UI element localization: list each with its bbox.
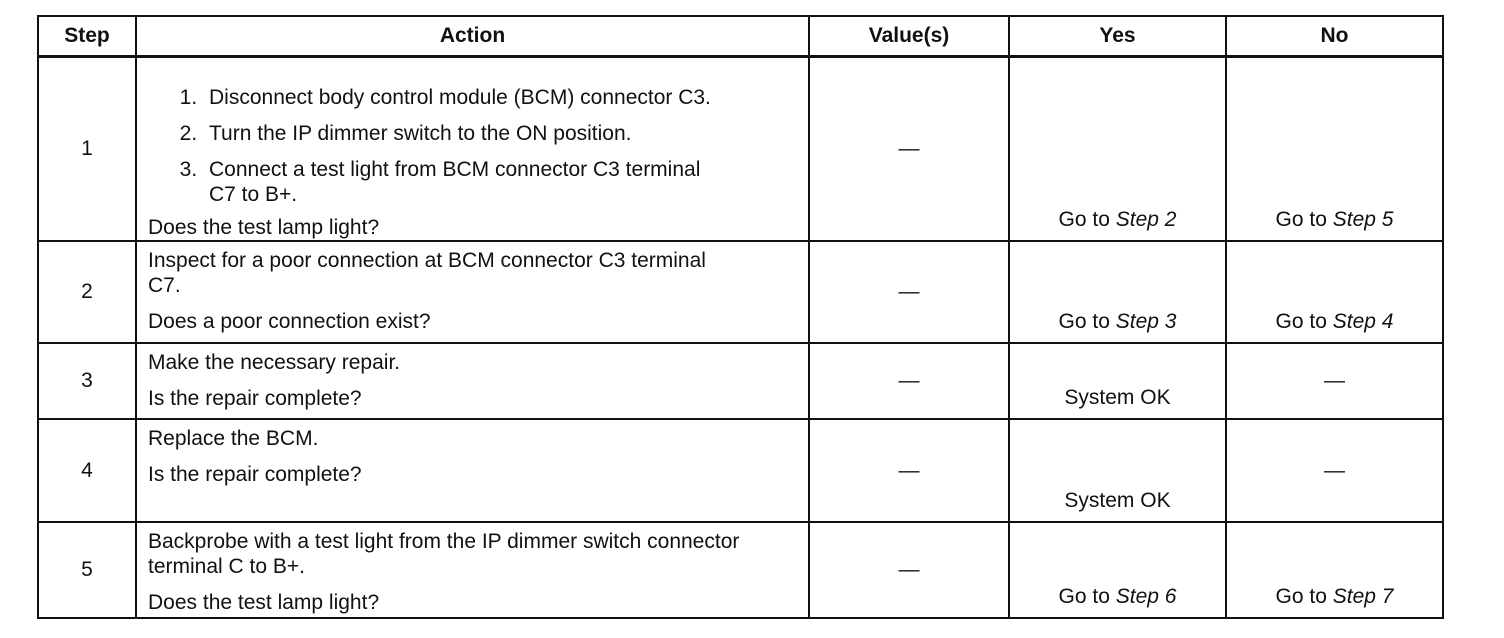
no-cell: Go to Step 5 (1225, 55, 1444, 242)
question: Does the test lamp light? (148, 591, 380, 614)
value-cell: — (808, 342, 1010, 420)
no-cell: — (1225, 342, 1444, 420)
dash: — (898, 369, 920, 392)
action-text: Make the necessary repair. (148, 351, 401, 374)
step-number: 5 (37, 521, 137, 619)
yes-cell: System OK (1008, 418, 1227, 523)
yes-step-link[interactable]: Step 2 (1115, 208, 1177, 231)
table-row: 5 Backprobe with a test light from the I… (37, 521, 1444, 619)
header-yes: Yes (1008, 15, 1227, 58)
action-text: Inspect for a poor connection at BCM con… (148, 249, 706, 297)
yes-cell: Go to Step 2 (1008, 55, 1227, 242)
yes-prefix: Go to (1058, 585, 1116, 608)
question: Is the repair complete? (148, 463, 362, 486)
table-row: 1 Disconnect body control module (BCM) c… (37, 55, 1444, 242)
value-cell: — (808, 418, 1010, 523)
yes-cell: Go to Step 6 (1008, 521, 1227, 619)
dash: — (898, 458, 920, 482)
question: Does a poor connection exist? (148, 310, 431, 333)
action-cell: Inspect for a poor connection at BCM con… (135, 240, 810, 344)
no-step-link[interactable]: Step 5 (1332, 208, 1394, 231)
action-cell: Replace the BCM. Is the repair complete? (135, 418, 810, 523)
diagnostic-table: Step Action Value(s) Yes No 1 Disconnect… (37, 15, 1444, 619)
action-cell: Disconnect body control module (BCM) con… (135, 55, 810, 242)
substep-list: Disconnect body control module (BCM) con… (148, 72, 798, 207)
table-row: 3 Make the necessary repair. Is the repa… (37, 342, 1444, 420)
substep: Turn the IP dimmer switch to the ON posi… (203, 121, 798, 146)
no-cell: — (1225, 418, 1444, 523)
substep: Disconnect body control module (BCM) con… (203, 85, 798, 110)
yes-prefix: Go to (1058, 310, 1116, 333)
substep: Connect a test light from BCM connector … (203, 157, 709, 207)
header-step: Step (37, 15, 137, 58)
header-row: Step Action Value(s) Yes No (37, 15, 1444, 58)
no-prefix: Go to (1275, 208, 1333, 231)
dash: — (1324, 369, 1345, 392)
no-prefix: Go to (1275, 585, 1333, 608)
value-cell: — (808, 521, 1010, 619)
no-step-link[interactable]: Step 4 (1332, 310, 1394, 333)
no-cell: Go to Step 7 (1225, 521, 1444, 619)
action-text: Replace the BCM. (148, 427, 319, 450)
header-action: Action (135, 15, 810, 58)
no-prefix: Go to (1275, 310, 1333, 333)
step-number: 2 (37, 240, 137, 344)
action-text: Backprobe with a test light from the IP … (148, 530, 740, 578)
no-cell: Go to Step 4 (1225, 240, 1444, 344)
yes-step-link[interactable]: Step 6 (1115, 585, 1177, 608)
action-cell: Make the necessary repair. Is the repair… (135, 342, 810, 420)
yes-cell: System OK (1008, 342, 1227, 420)
yes-cell: Go to Step 3 (1008, 240, 1227, 344)
value-cell: — (808, 55, 1010, 242)
step-number: 1 (37, 55, 137, 242)
table-row: 4 Replace the BCM. Is the repair complet… (37, 418, 1444, 523)
value-cell: — (808, 240, 1010, 344)
yes-step-link[interactable]: Step 3 (1115, 310, 1177, 333)
question: Is the repair complete? (148, 387, 362, 410)
header-no: No (1225, 15, 1444, 58)
dash: — (898, 558, 920, 581)
dash: — (898, 280, 920, 303)
step-number: 4 (37, 418, 137, 523)
step-number: 3 (37, 342, 137, 420)
no-step-link[interactable]: Step 7 (1332, 585, 1394, 608)
action-cell: Backprobe with a test light from the IP … (135, 521, 810, 619)
question: Does the test lamp light? (148, 216, 380, 239)
table-row: 2 Inspect for a poor connection at BCM c… (37, 240, 1444, 344)
yes-prefix: Go to (1058, 208, 1116, 231)
dash: — (1324, 458, 1345, 482)
dash: — (898, 137, 920, 160)
header-values: Value(s) (808, 15, 1010, 58)
